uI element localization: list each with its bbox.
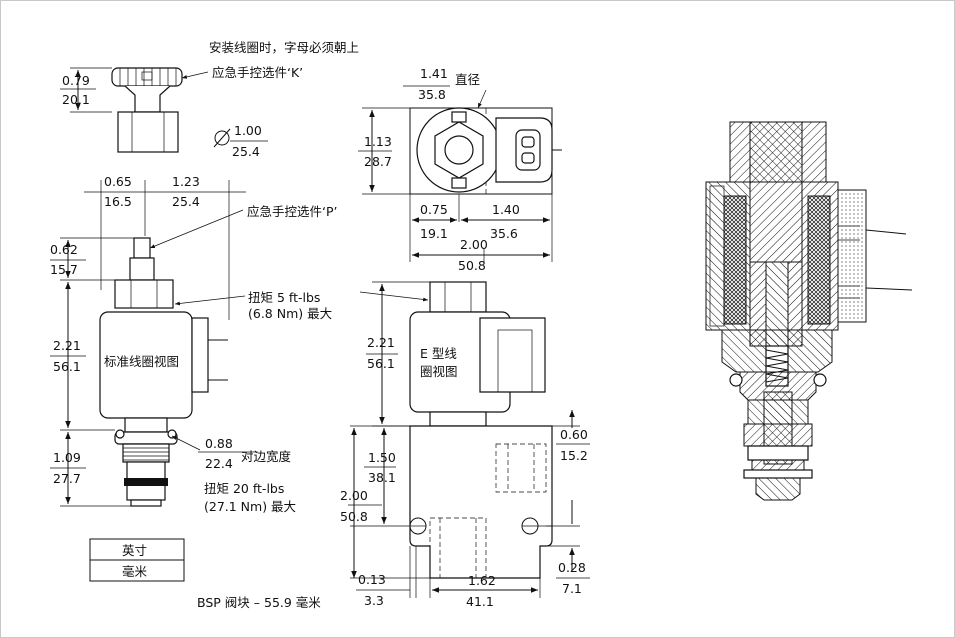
standard-coil-view-label: 标准线圈视图 (104, 354, 179, 369)
dimension-values: 0.79 20.1 1.00 25.4 0.65 16.5 1.23 25.4 … (50, 66, 588, 609)
dim-w140-mm: 35.6 (490, 226, 518, 241)
dim-w140-in: 1.40 (492, 202, 520, 217)
e-coil-label-line2: 圈视图 (420, 364, 458, 379)
bsp-block-label: BSP 阀块 – 55.9 毫米 (197, 595, 321, 610)
torque-5-line1: 扭矩 5 ft-lbs (248, 290, 320, 305)
dim-w028-mm: 7.1 (562, 581, 582, 596)
top-view-valve (409, 107, 562, 195)
dim-w200-in: 2.00 (460, 237, 488, 252)
cross-section-view (705, 121, 913, 501)
dim-w065-mm: 16.5 (104, 194, 132, 209)
e-coil-valve-view (409, 281, 553, 579)
dim-w123-mm: 25.4 (172, 194, 200, 209)
dim-h200-in: 2.00 (340, 488, 368, 503)
dim-w162-in: 1.62 (468, 573, 496, 588)
dim-w200-mm: 50.8 (458, 258, 486, 273)
dim-knob-h-in: 0.79 (62, 73, 90, 88)
dim-knob-h-mm: 20.1 (62, 92, 90, 107)
dim-h113-mm: 28.7 (364, 154, 392, 169)
dim-h221a-mm: 56.1 (53, 359, 81, 374)
dim-w075-mm: 19.1 (420, 226, 448, 241)
dim-w013-in: 0.13 (358, 572, 386, 587)
valve-standard-coil (99, 237, 228, 507)
dim-w075-in: 0.75 (420, 202, 448, 217)
dim-d141-mm: 35.8 (418, 87, 446, 102)
dim-h109-in: 1.09 (53, 450, 81, 465)
option-k-label: 应急手控选件‘K’ (212, 65, 303, 80)
legend-inch: 英寸 (122, 543, 147, 558)
dim-h109-mm: 27.7 (53, 471, 81, 486)
units-legend (89, 538, 185, 582)
front-view-dimensions (348, 248, 590, 598)
dim-w065-in: 0.65 (104, 174, 132, 189)
dim-h221b-in: 2.21 (367, 335, 395, 350)
diameter-label: 直径 (455, 72, 480, 87)
annotations: 安装线圈时，字母必须朝上 应急手控选件‘K’ 应急手控选件‘P’ 直径 扭矩 5… (104, 40, 480, 610)
left-dimensions (50, 67, 268, 507)
dim-h113-in: 1.13 (364, 134, 392, 149)
dim-h062-mm: 15.7 (50, 262, 78, 277)
dim-w060-in: 0.60 (560, 427, 588, 442)
option-p-label: 应急手控选件‘P’ (247, 204, 338, 219)
dim-w060-mm: 15.2 (560, 448, 588, 463)
dim-h200-mm: 50.8 (340, 509, 368, 524)
top-view-dimensions (358, 85, 553, 262)
dim-hex088-mm: 22.4 (205, 456, 233, 471)
dim-h221b-mm: 56.1 (367, 356, 395, 371)
dim-h150-mm: 38.1 (368, 470, 396, 485)
dim-h221a-in: 2.21 (53, 338, 81, 353)
dim-h062-in: 0.62 (50, 242, 78, 257)
dim-knob-dia-mm: 25.4 (232, 144, 260, 159)
dim-h150-in: 1.50 (368, 450, 396, 465)
torque-20-line2: (27.1 Nm) 最大 (204, 499, 296, 514)
torque-5-line2: (6.8 Nm) 最大 (248, 306, 332, 321)
dim-w123-in: 1.23 (172, 174, 200, 189)
option-k-knob (111, 67, 183, 153)
dim-hex088-in: 0.88 (205, 436, 233, 451)
dim-w013-mm: 3.3 (364, 593, 384, 608)
dim-w162-mm: 41.1 (466, 594, 494, 609)
dim-knob-dia-in: 1.00 (234, 123, 262, 138)
hex-across-flats-label: 对边宽度 (241, 449, 292, 464)
dim-w028-in: 0.28 (558, 560, 586, 575)
dim-d141-in: 1.41 (420, 66, 448, 81)
e-coil-label-line1: E 型线 (420, 346, 457, 361)
install-coil-note: 安装线圈时，字母必须朝上 (209, 40, 359, 55)
legend-mm: 毫米 (122, 564, 148, 579)
torque-20-line1: 扭矩 20 ft-lbs (204, 481, 284, 496)
